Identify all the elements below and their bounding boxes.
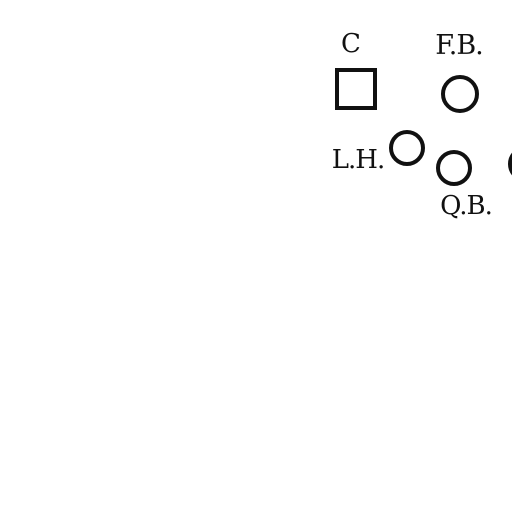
left-halfback-circle <box>389 130 425 166</box>
quarterback-label: Q.B. <box>440 191 492 221</box>
fullback-circle <box>441 75 479 113</box>
fullback-label: F.B. <box>435 30 483 61</box>
center-label: C <box>341 29 361 59</box>
edge-player-circle <box>508 152 512 176</box>
left-halfback-label: L.H. <box>332 145 384 175</box>
center-square <box>335 68 377 110</box>
quarterback-circle <box>436 150 472 186</box>
